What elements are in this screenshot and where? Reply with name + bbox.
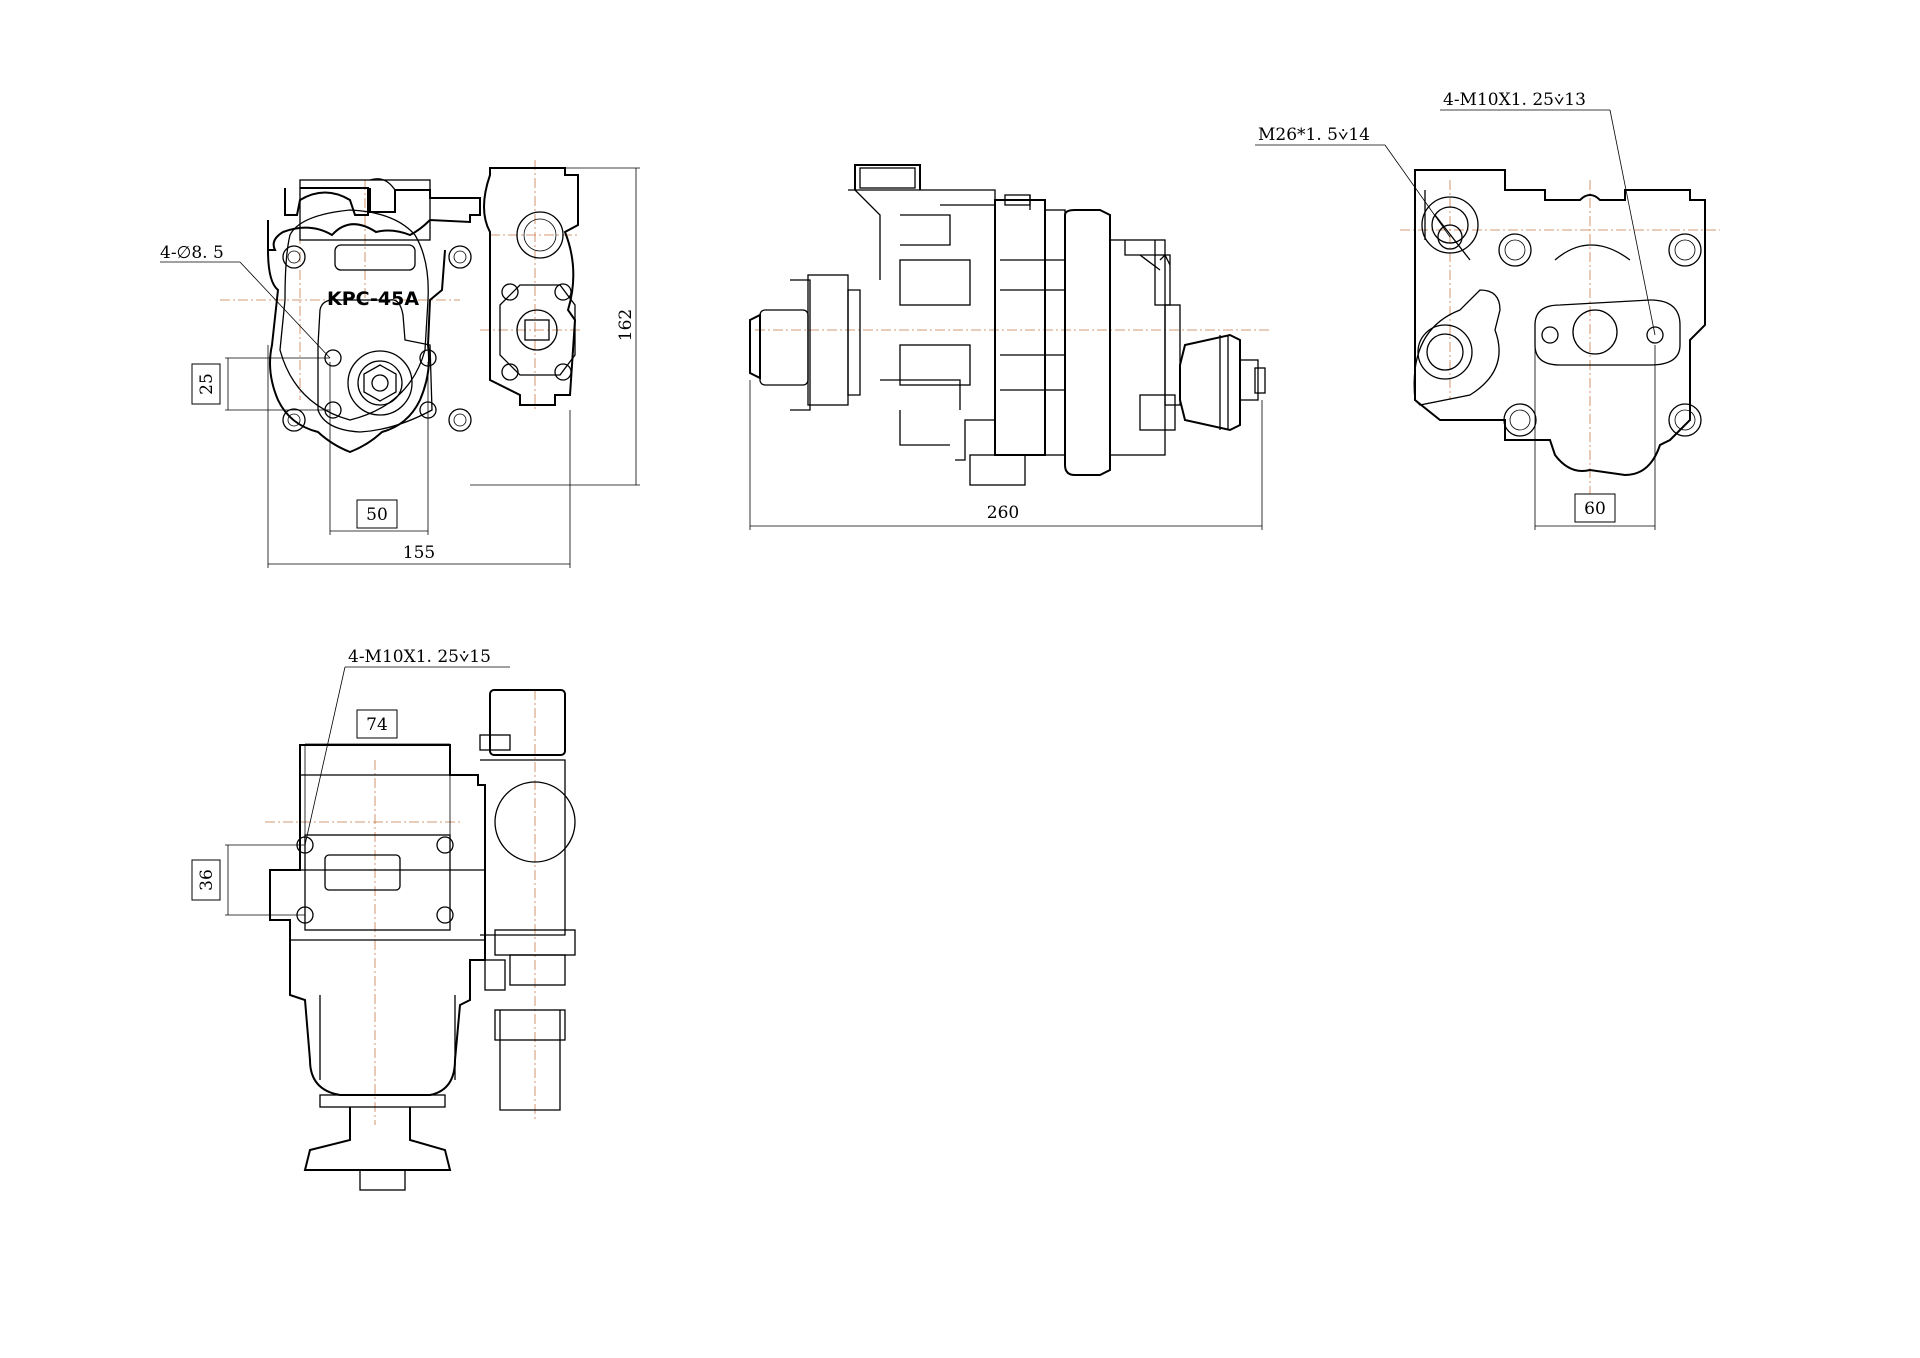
dim-height: 162 — [616, 309, 636, 341]
top-dim-vertical: 36 — [197, 869, 217, 891]
dim-bolt-horizontal: 50 — [366, 505, 388, 525]
front-view: KPC-45A 162 155 — [160, 160, 640, 568]
dim-length: 260 — [987, 503, 1019, 523]
hole-callout: 4-∅8. 5 — [160, 243, 224, 263]
rear-view: 60 M26*1. 5⩒14 4-M10X1. 25⩒13 — [1255, 90, 1720, 530]
model-label: KPC-45A — [327, 288, 419, 310]
side-view: 260 — [749, 164, 1270, 530]
top-thread-callout: 4-M10X1. 25⩒15 — [348, 647, 491, 667]
dim-width: 155 — [403, 543, 435, 563]
top-view: 74 36 4-M10X1. 25⩒15 — [191, 647, 576, 1191]
dim-bolt-vertical: 25 — [197, 373, 217, 395]
top-dim-horizontal: 74 — [366, 715, 388, 735]
bolt-heads — [1498, 233, 1702, 437]
dim-flange: 60 — [1584, 499, 1606, 519]
port-callout: M26*1. 5⩒14 — [1258, 125, 1370, 145]
rear-thread-callout: 4-M10X1. 25⩒13 — [1443, 90, 1586, 110]
